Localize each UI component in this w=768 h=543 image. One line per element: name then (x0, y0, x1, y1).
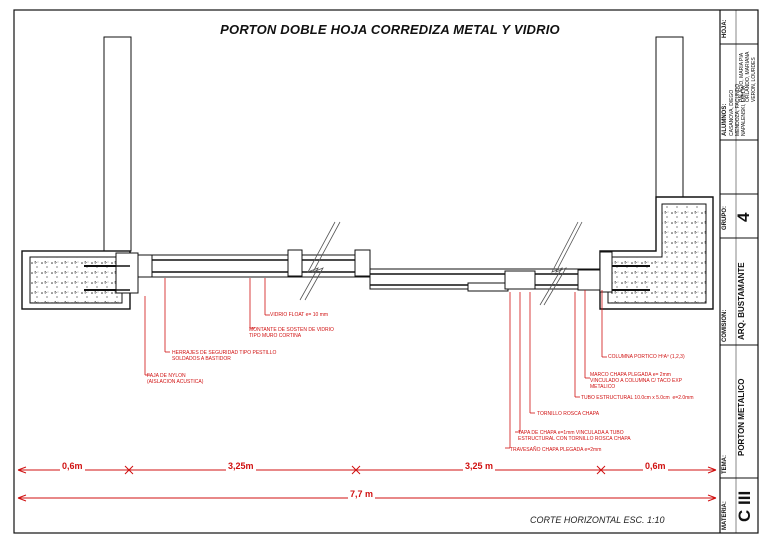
tb-materia-value: C III (735, 490, 754, 522)
break-lines (299, 221, 583, 306)
note-tubo: TUBO ESTRUCTURAL 10.0cm x 5.0cm e=2.0mm (581, 395, 694, 401)
note-tapa: TAPA DE CHAPA e=1mm VINCULADA A TUBO EST… (518, 430, 631, 442)
left-column-concrete (29, 256, 123, 304)
annotation-leaders (144, 278, 607, 449)
tb-grupo-label: GRUPO: (722, 206, 728, 230)
note-vidrio: VIDRIO FLOAT e= 10 mm (270, 312, 329, 318)
note-faja: FAJA DE NYLON (AISLACION ACUSTICA) (147, 373, 204, 385)
right-wall (655, 36, 684, 201)
tb-alumnos-label: ALUMNOS: (722, 103, 728, 136)
right-column-concrete (607, 203, 707, 304)
dim-3-25-right: 3,25 m (463, 461, 496, 471)
tb-alumnos-col2: PALACIO, MARIA PIA ORLANDO, MARIANA VERO… (739, 51, 757, 102)
tb-comision-label: COMISION: (722, 309, 728, 342)
door-leaf-left (129, 249, 371, 278)
section-scale: CORTE HORIZONTAL ESC. 1:10 (530, 515, 665, 525)
tb-grupo-value: 4 (734, 212, 753, 222)
tb-materia-label: MATERIA: (722, 501, 728, 530)
dim-0-6-right: 0,6m (643, 461, 668, 471)
door-leaf-right (369, 251, 613, 293)
dim-0-6-left: 0,6m (60, 461, 85, 471)
tb-comision-value: ARQ. BUSTAMANTE (737, 262, 746, 340)
tb-tema-label: TEMA: (722, 455, 728, 474)
dim-3-25-left: 3,25m (226, 461, 256, 471)
dim-total: 7,7 m (348, 489, 376, 499)
tb-hoja-label: HOJA: (722, 19, 728, 38)
note-herrajes: HERRAJES DE SEGURIDAD TIPO PESTILLO SOLD… (172, 350, 277, 362)
tb-tema-value: PORTON METALICO (737, 378, 746, 456)
sheet-border (13, 9, 759, 534)
note-marco: MARCO CHAPA PLEGADA e= 2mm VINCULADO A C… (590, 372, 683, 390)
note-columna: COLUMNA PORTICO HºAº (1,2,3) (608, 354, 685, 360)
note-travesano: TRAVESAÑO CHAPA PLEGADA e=2mm (510, 447, 602, 453)
drawing-title: PORTON DOBLE HOJA CORREDIZA METAL Y VIDR… (220, 22, 560, 37)
left-wall (103, 36, 132, 252)
note-montante: MONTANTE DE SOSTEN DE VIDRIO TIPO MURO C… (249, 327, 334, 339)
note-tornillo: TORNILLO ROSCA CHAPA (537, 411, 600, 417)
